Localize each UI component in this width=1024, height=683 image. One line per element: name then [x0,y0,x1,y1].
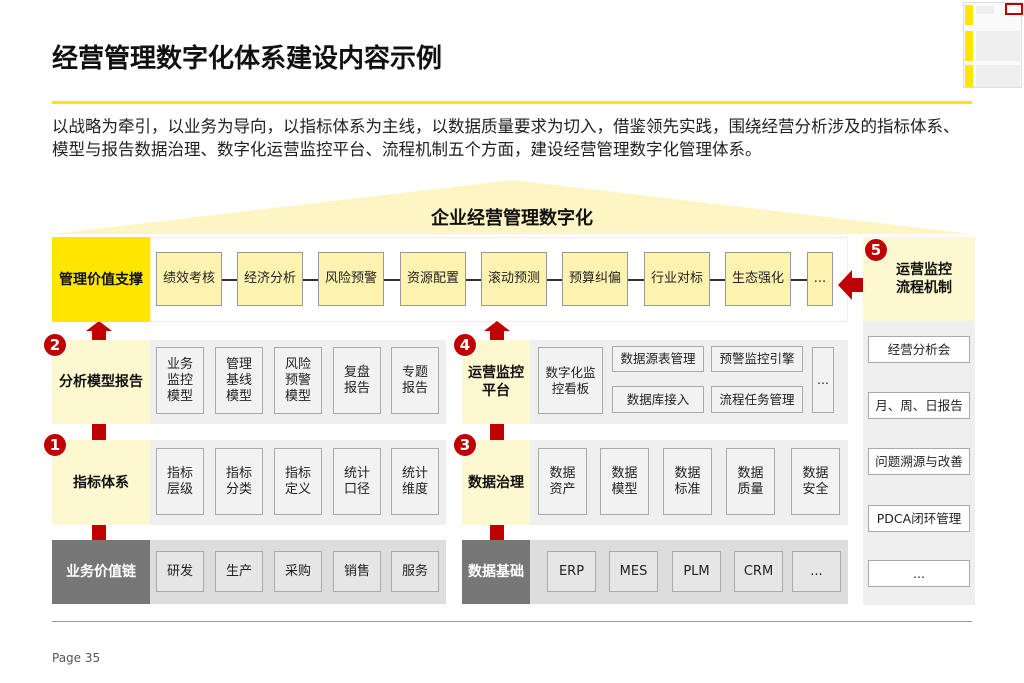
value-support-item: 风险预警 [318,252,384,306]
title-divider [52,101,972,104]
arrow-up-icon [484,321,510,331]
connector-line [628,279,644,281]
arrow-up-icon [86,321,112,331]
analysis-label: 分析模型报告 [52,340,150,424]
value-chain-item: 研发 [156,551,204,592]
foundation-item: PLM [672,551,721,592]
connector-line [710,279,725,281]
connector [92,525,106,540]
platform-item: 流程任务管理 [711,386,803,413]
step-3-badge: 3 [453,433,477,457]
page-number: Page 35 [52,651,101,665]
arrow-left-icon [838,270,866,300]
value-support-item: ... [807,252,833,306]
analysis-item: 专题 报告 [391,347,439,414]
slide-thumbnail[interactable] [963,2,1023,88]
step-1-badge: 1 [43,433,67,457]
value-support-item: 资源配置 [400,252,466,306]
platform-item: ... [812,347,834,413]
connector [490,330,504,340]
roof-shape [52,180,972,234]
platform-label: 运营监控 平台 [462,340,530,424]
value-chain-label: 业务价值链 [52,540,150,604]
indicator-item: 指标 定义 [274,448,322,515]
indicator-item: 统计 口径 [333,448,381,515]
value-support-item: 滚动预测 [481,252,547,306]
foundation-item: ... [792,551,841,592]
indicator-label: 指标体系 [52,440,150,525]
foundation-item: MES [609,551,658,592]
value-chain-item: 销售 [333,551,381,592]
platform-item: 预警监控引擎 [711,346,803,372]
value-support-item: 生态强化 [725,252,791,306]
platform-item: 数字化监 控看板 [538,347,603,414]
governance-label: 数据治理 [462,440,530,525]
step-5-badge: 5 [864,238,888,262]
connector-line [384,279,400,281]
connector-line [547,279,562,281]
connector [92,330,106,340]
governance-item: 数据 标准 [663,448,712,515]
connector [92,424,106,440]
value-chain-item: 服务 [391,551,439,592]
governance-item: 数据 模型 [600,448,649,515]
footer-divider [52,621,972,622]
analysis-item: 风险 预警 模型 [274,347,322,414]
mechanism-item: 月、周、日报告 [868,392,970,419]
foundation-item: CRM [734,551,783,592]
connector-line [303,279,318,281]
foundation-item: ERP [547,551,596,592]
value-support-item: 预算纠偏 [562,252,628,306]
platform-item: 数据库接入 [612,386,704,413]
indicator-item: 指标 分类 [215,448,263,515]
platform-item: 数据源表管理 [612,346,704,372]
analysis-item: 管理 基线 模型 [215,347,263,414]
value-chain-item: 生产 [215,551,263,592]
indicator-item: 指标 层级 [156,448,204,515]
analysis-item: 复盘 报告 [333,347,381,414]
mechanism-item: ... [868,560,970,587]
mechanism-item: 经营分析会 [868,336,970,363]
governance-item: 数据 质量 [726,448,775,515]
connector-line [466,279,481,281]
foundation-label: 数据基础 [462,540,530,604]
governance-item: 数据 资产 [538,448,587,515]
value-chain-item: 采购 [274,551,322,592]
governance-item: 数据 安全 [791,448,840,515]
step-4-badge: 4 [453,333,477,357]
connector-line [222,279,237,281]
value-support-item: 行业对标 [644,252,710,306]
value-support-item: 经济分析 [237,252,303,306]
mechanism-item: 问题溯源与改善 [868,448,970,475]
roof-title: 企业经营管理数字化 [431,208,593,229]
description: 以战略为牵引，以业务为导向，以指标体系为主线，以数据质量要求为切入，借鉴领先实践… [52,117,960,159]
connector [490,525,504,540]
page-title: 经营管理数字化体系建设内容示例 [52,44,443,74]
step-2-badge: 2 [43,333,67,357]
analysis-item: 业务 监控 模型 [156,347,204,414]
connector [490,424,504,440]
value-support-item: 绩效考核 [156,252,222,306]
value-support-label: 管理价值支撑 [52,237,150,322]
indicator-item: 统计 维度 [391,448,439,515]
mechanism-item: PDCA闭环管理 [868,505,970,532]
connector-line [791,279,807,281]
